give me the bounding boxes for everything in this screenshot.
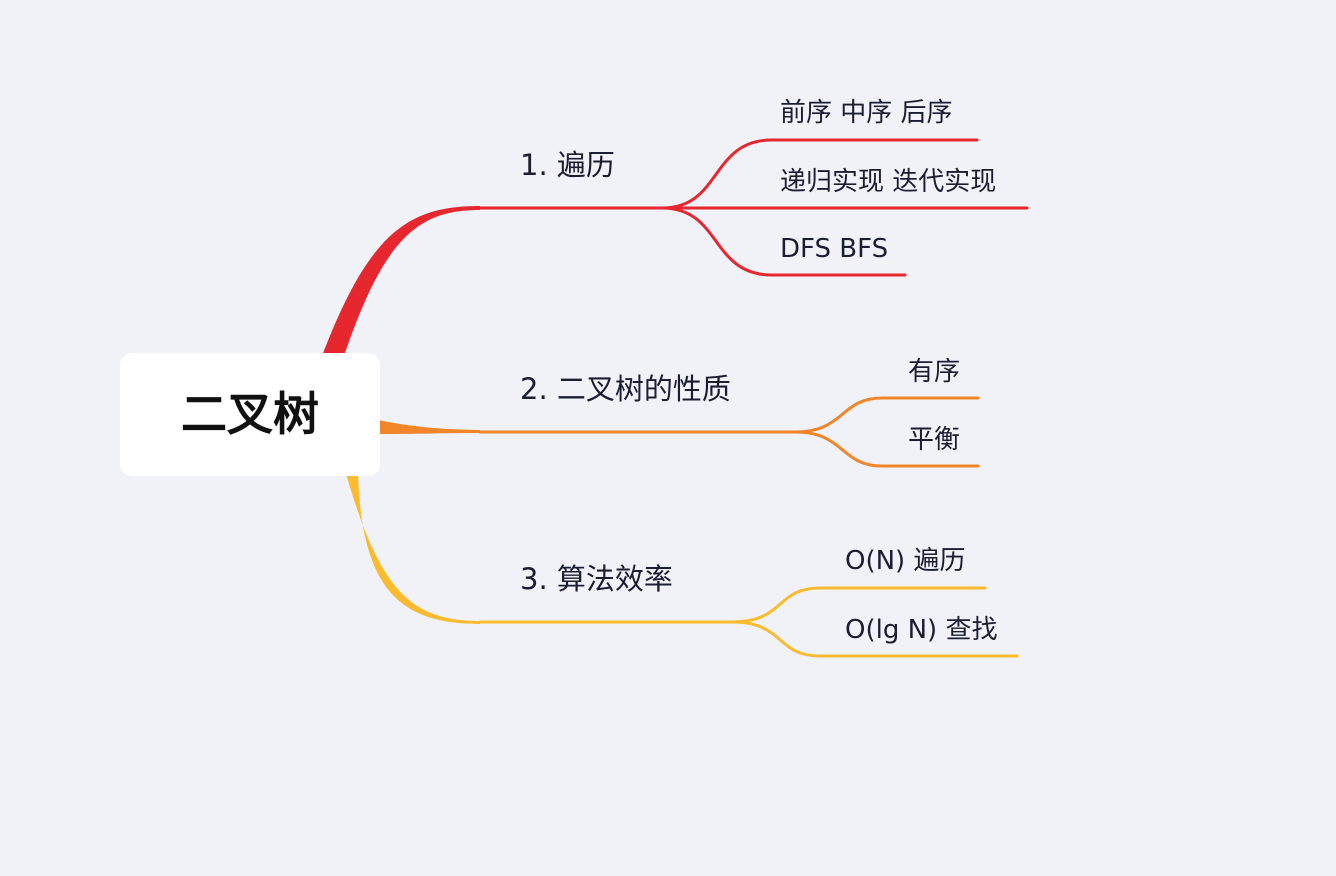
trunk-connector-2 [378, 420, 480, 434]
leaf-2-2-line [793, 430, 980, 468]
branch-2-label[interactable]: 2. 二叉树的性质 [520, 372, 731, 406]
trunk-connector-3 [346, 474, 480, 624]
root-node-label: 二叉树 [181, 387, 319, 441]
leaf-2-1-line [793, 396, 980, 434]
leaf-3-1-label[interactable]: O(N) 遍历 [845, 546, 965, 576]
leaf-3-2-label[interactable]: O(lg N) 查找 [845, 615, 997, 645]
leaf-2-1-label[interactable]: 有序 [908, 357, 960, 387]
leaf-3-2-line [730, 620, 1019, 658]
leaf-1-1-line [660, 138, 979, 210]
leaf-1-3-label[interactable]: DFS BFS [780, 234, 888, 264]
root-node-box[interactable] [120, 353, 380, 476]
branch-3-lines [478, 586, 1019, 658]
branch-3-label[interactable]: 3. 算法效率 [520, 562, 673, 596]
leaf-1-2-label[interactable]: 递归实现 迭代实现 [780, 167, 996, 197]
leaf-1-1-label[interactable]: 前序 中序 后序 [780, 98, 953, 128]
leaf-3-1-line [730, 586, 987, 624]
root-node[interactable]: 二叉树 [120, 353, 380, 476]
branch-1-lines [478, 138, 1029, 277]
branch-1-label[interactable]: 1. 遍历 [520, 148, 615, 182]
leaf-2-2-label[interactable]: 平衡 [908, 425, 960, 455]
branch-2-lines [478, 396, 980, 468]
trunk-connector-1 [322, 206, 480, 356]
leaf-1-3-line [660, 206, 907, 277]
